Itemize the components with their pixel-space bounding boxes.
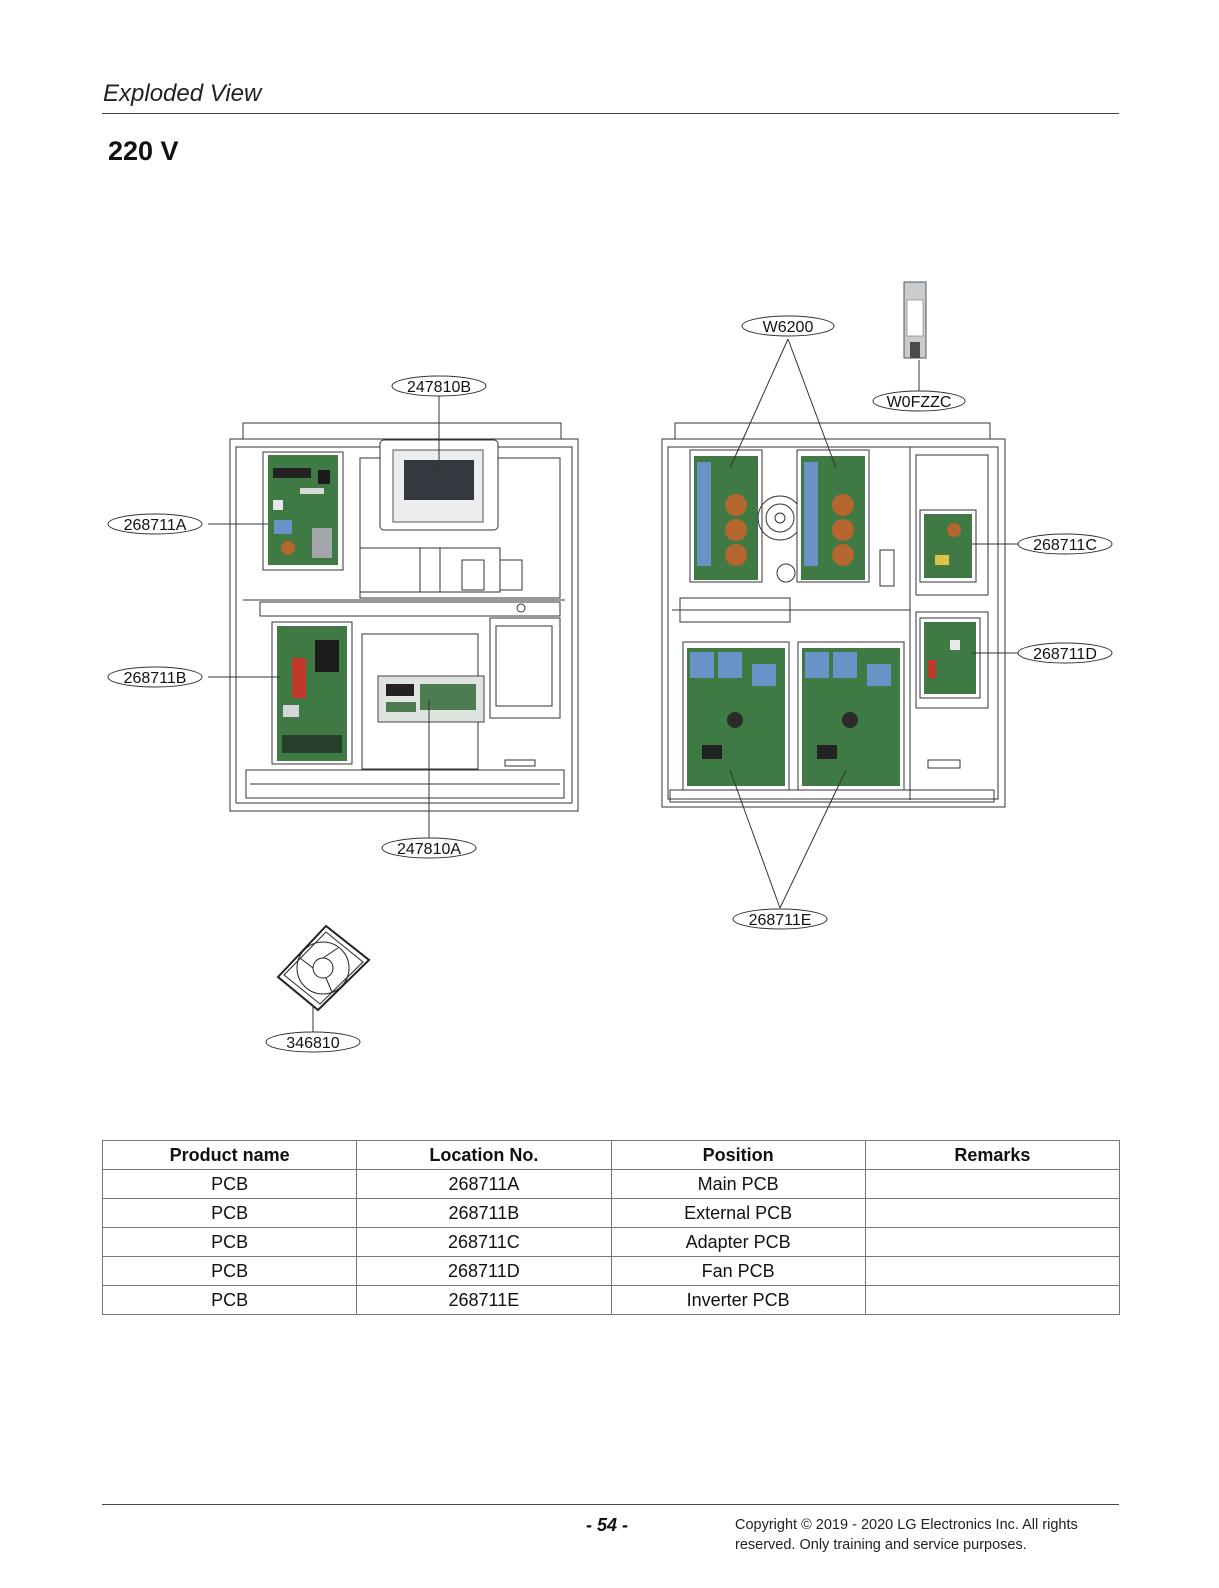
product-name-cell: PCB	[101, 1227, 358, 1257]
fan-346810	[276, 924, 371, 1012]
callout-W6200: W6200	[741, 315, 835, 337]
leader-lines	[208, 338, 1018, 1034]
exploded-view-diagram: 247810B 268711A 268711B 247810A 346810 W…	[107, 281, 1113, 1053]
product-name-cell: PCB	[101, 1256, 358, 1286]
pcb-268711D	[919, 617, 981, 699]
table-row: PCB 268711D Fan PCB	[101, 1256, 1121, 1286]
voltage-title: 220 V	[108, 136, 179, 166]
column-header: Product name	[101, 1140, 358, 1170]
position-cell: Inverter PCB	[610, 1285, 866, 1315]
copyright-notice: Copyright © 2019 - 2020 LG Electronics I…	[735, 1515, 1115, 1555]
callout-268711E: 268711E	[732, 908, 828, 930]
column-header: Position	[610, 1140, 866, 1170]
position-cell: Main PCB	[610, 1169, 866, 1199]
callout-268711A: 268711A	[107, 513, 203, 535]
column-header: Remarks	[864, 1140, 1121, 1170]
copyright-line: Copyright © 2019 - 2020 LG Electronics I…	[735, 1517, 1078, 1533]
right-control-box	[661, 422, 1006, 808]
filter-board-w6200-right	[796, 449, 870, 583]
position-cell: External PCB	[610, 1198, 866, 1228]
svg-text:268711B: 268711B	[124, 670, 187, 687]
filter-board-w6200-left	[689, 449, 763, 583]
footer-rule	[102, 1504, 1119, 1505]
copyright-line: reserved. Only training and service purp…	[735, 1537, 1027, 1553]
header-rule	[102, 113, 1119, 114]
svg-text:W0FZZC: W0FZZC	[887, 394, 952, 411]
callout-W0FZZC: W0FZZC	[872, 390, 966, 412]
table-row: PCB 268711E Inverter PCB	[101, 1285, 1121, 1315]
display-pcb-247810A	[377, 675, 485, 723]
remarks-cell	[864, 1198, 1121, 1228]
location-no-cell: 268711E	[356, 1285, 612, 1315]
svg-text:268711C: 268711C	[1033, 537, 1097, 554]
callout-247810B: 247810B	[391, 375, 487, 397]
table-row: PCB 268711A Main PCB	[101, 1169, 1121, 1199]
pcb-268711C	[919, 509, 977, 583]
remarks-cell	[864, 1285, 1121, 1315]
table-header-row: Product name Location No. Position Remar…	[101, 1140, 1121, 1170]
callout-268711C: 268711C	[1017, 533, 1113, 555]
svg-text:W6200: W6200	[763, 319, 814, 336]
position-cell: Fan PCB	[610, 1256, 866, 1286]
product-name-cell: PCB	[101, 1198, 358, 1228]
parts-table: Product name Location No. Position Remar…	[101, 1140, 1121, 1315]
callout-268711D: 268711D	[1017, 642, 1113, 664]
callout-247810A: 247810A	[381, 837, 477, 859]
section-header: Exploded View	[103, 80, 262, 107]
pcb-268711A	[262, 451, 344, 571]
svg-text:268711E: 268711E	[749, 912, 812, 929]
pcb-268711E-left	[682, 641, 790, 791]
position-cell: Adapter PCB	[610, 1227, 866, 1257]
callout-268711B: 268711B	[107, 666, 203, 688]
callout-346810: 346810	[265, 1031, 361, 1053]
remarks-cell	[864, 1227, 1121, 1257]
svg-text:268711A: 268711A	[124, 517, 187, 534]
location-no-cell: 268711C	[356, 1227, 612, 1257]
pcb-268711E-right	[797, 641, 905, 791]
fuse-W0FZZC	[903, 281, 927, 359]
page-number: - 54 -	[586, 1515, 629, 1535]
remarks-cell	[864, 1169, 1121, 1199]
svg-text:247810B: 247810B	[407, 379, 471, 396]
svg-text:346810: 346810	[286, 1035, 339, 1052]
product-name-cell: PCB	[101, 1169, 358, 1199]
product-name-cell: PCB	[101, 1285, 358, 1315]
location-no-cell: 268711D	[356, 1256, 612, 1286]
remarks-cell	[864, 1256, 1121, 1286]
svg-text:268711D: 268711D	[1033, 646, 1097, 663]
location-no-cell: 268711A	[356, 1169, 612, 1199]
left-control-box	[229, 422, 579, 812]
table-row: PCB 268711B External PCB	[101, 1198, 1121, 1228]
column-header: Location No.	[356, 1140, 612, 1170]
location-no-cell: 268711B	[356, 1198, 612, 1228]
pcb-268711B	[271, 621, 353, 765]
table-row: PCB 268711C Adapter PCB	[101, 1227, 1121, 1257]
svg-text:247810A: 247810A	[397, 841, 461, 858]
fan-guard	[757, 495, 803, 541]
